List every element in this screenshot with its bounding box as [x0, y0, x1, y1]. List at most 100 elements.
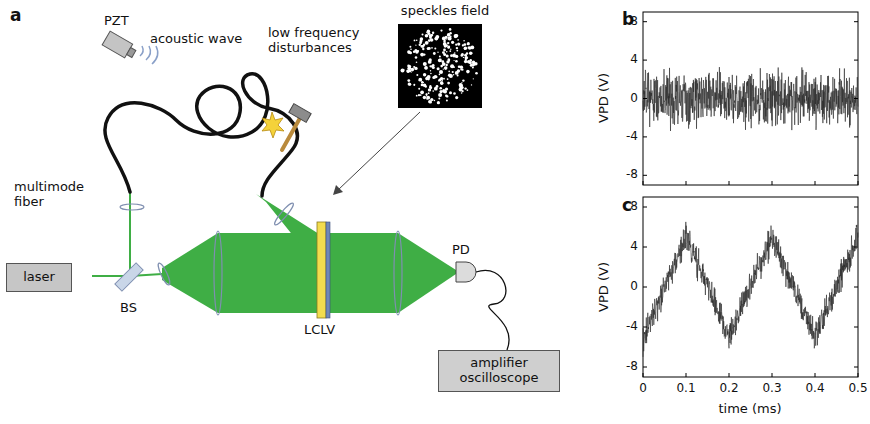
tick-label: 0.1 [676, 382, 695, 396]
tick [854, 367, 858, 368]
speckle [444, 66, 448, 70]
speckle [471, 84, 472, 85]
speckle [467, 89, 469, 91]
speckle [455, 44, 457, 46]
speckle [438, 93, 442, 97]
speckle [423, 73, 426, 76]
speckle [457, 39, 459, 41]
speckle [448, 37, 452, 41]
speckle [414, 85, 415, 86]
tick [854, 136, 858, 137]
speckle [432, 64, 435, 67]
tick [815, 373, 816, 377]
speckle [425, 41, 429, 45]
speckle [408, 83, 411, 86]
tick [729, 181, 730, 185]
speckle [428, 92, 430, 94]
speckle [414, 40, 416, 42]
speckle [438, 59, 441, 62]
speckle [427, 30, 430, 33]
part-name: BS [120, 301, 137, 316]
speckle [452, 71, 454, 73]
lclv [317, 222, 326, 318]
speckle [428, 47, 431, 50]
speckle [464, 54, 467, 57]
speckle [420, 90, 424, 94]
tick [854, 60, 858, 61]
speckle [430, 70, 431, 71]
speckle [443, 68, 444, 69]
tick [854, 287, 858, 288]
tick [686, 373, 687, 377]
speckle [435, 37, 438, 40]
speckle [455, 60, 458, 63]
speckle [449, 32, 451, 34]
tick-label: 4 [630, 53, 638, 67]
speckle [411, 71, 412, 72]
speckle [423, 83, 427, 87]
speckle [455, 96, 458, 99]
speckle [457, 43, 460, 46]
speckle [456, 50, 458, 52]
plot-frame [643, 197, 858, 377]
speckle [465, 59, 467, 61]
speckle [442, 51, 445, 54]
speckle [447, 42, 449, 44]
speckle [422, 34, 424, 36]
tick [643, 60, 647, 61]
speckle [418, 94, 420, 96]
tick-label: -4 [626, 320, 638, 334]
speckle [409, 51, 412, 54]
speckle [408, 83, 411, 86]
node-text: PD [452, 243, 470, 258]
speckle [445, 94, 448, 97]
speckle [423, 53, 425, 55]
speckle [451, 41, 454, 44]
speckle [446, 51, 448, 53]
speckle [429, 85, 431, 87]
tick [772, 373, 773, 377]
tick [854, 98, 858, 99]
speckle [455, 55, 458, 58]
node-text: laser [23, 270, 55, 285]
tick [643, 207, 647, 208]
speckle [437, 67, 440, 70]
speckle [440, 65, 443, 68]
lens [214, 231, 222, 315]
speckle [457, 75, 459, 77]
speckle [409, 46, 411, 48]
tick [643, 181, 644, 185]
panel-letter: a [10, 6, 21, 26]
speckle [429, 86, 432, 89]
lens [156, 262, 172, 286]
speckle [472, 67, 474, 69]
speckle [440, 77, 443, 80]
speckle [453, 66, 455, 68]
speckle [431, 47, 433, 49]
speckle [426, 96, 430, 100]
speckle [454, 34, 458, 38]
speckle [406, 69, 409, 72]
speckle [449, 50, 451, 52]
speckle [407, 79, 410, 82]
speckle [442, 36, 446, 40]
photodiode-node: PD [456, 262, 476, 282]
speckle [450, 49, 451, 50]
part-name: multimode fiber [14, 180, 84, 210]
tick-label: 8 [630, 15, 638, 29]
speckle [436, 85, 439, 88]
speckle [454, 52, 455, 53]
part-name: PZT [104, 14, 129, 29]
speckle [429, 101, 432, 104]
speckle [475, 72, 478, 75]
speckle [428, 39, 431, 42]
photodiode [456, 262, 476, 282]
speckle [401, 69, 405, 73]
speckle [455, 71, 459, 75]
speckle [422, 48, 424, 50]
instrument-box: amplifier oscilloscope [438, 350, 560, 392]
speckle [448, 60, 450, 62]
tick [854, 175, 858, 176]
